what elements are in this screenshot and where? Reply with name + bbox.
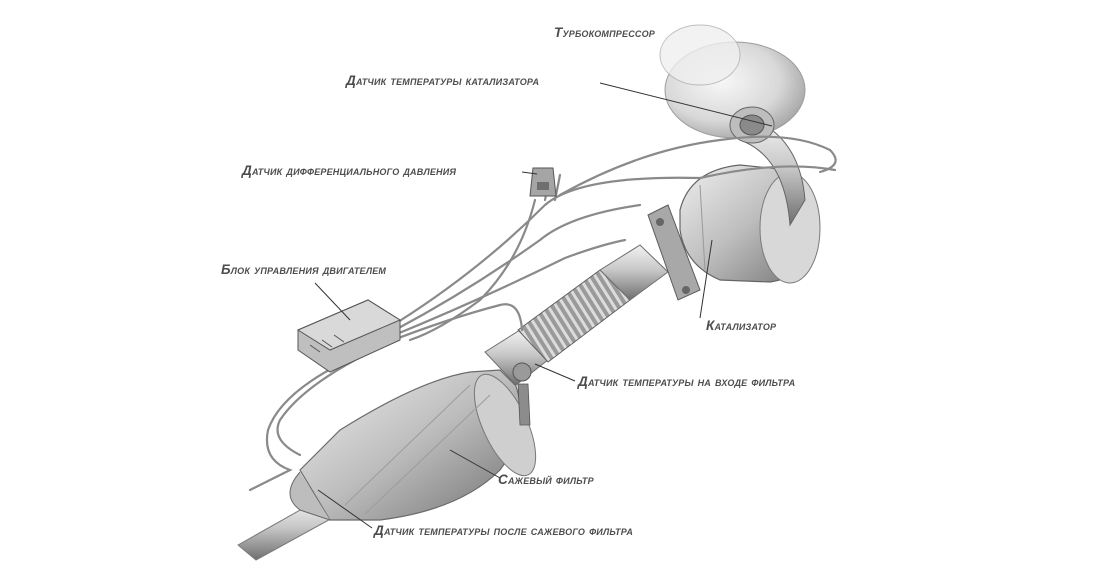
label-filter-inlet-temp-sensor: Датчик температуры на входе фильтра (578, 374, 796, 389)
label-catalyst-temp-sensor: Датчик температуры катализатора (346, 73, 540, 88)
flex-pipe (517, 244, 669, 363)
soot-filter (289, 369, 537, 521)
label-differential-pressure-sensor: Датчик дифференциального давления (242, 163, 457, 178)
differential-pressure-sensor (529, 167, 557, 197)
label-catalyst: Катализатор (706, 318, 777, 333)
engine-control-unit (296, 299, 402, 373)
leader-lines (314, 82, 773, 529)
label-after-filter-temp-sensor: Датчик температуры после сажевого фильтр… (374, 523, 634, 538)
label-engine-control-unit: Блок управления двигателем (221, 262, 387, 277)
turbocharger (659, 24, 806, 144)
mounting-bracket (647, 204, 701, 301)
label-soot-filter: Сажевый фильтр (498, 472, 594, 487)
label-turbocharger: Турбокомпрессор (554, 25, 655, 40)
